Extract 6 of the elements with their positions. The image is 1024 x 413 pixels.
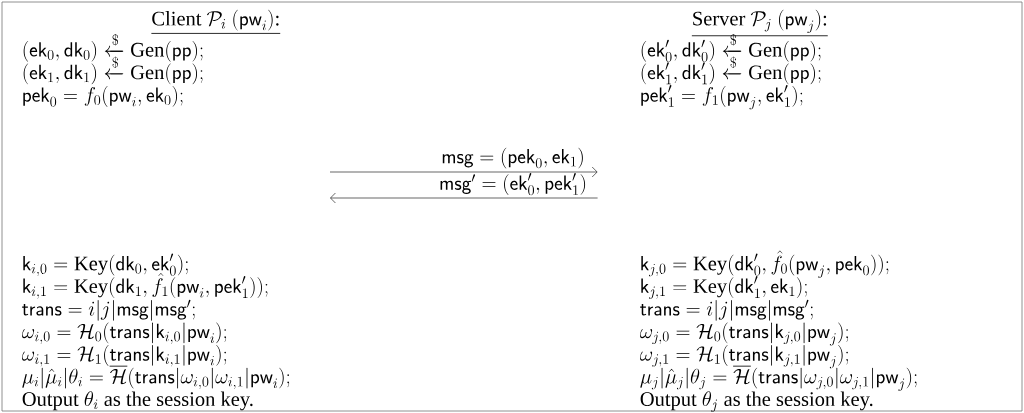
text-column: $\text{Client } \mathcal{P}_i\ (\mathsf{pw}_i)\text{:}$ $(\mathsf{ek}_0, \mathsf{dk}_0) \xleftarrow{\$} \textsc{Gen}(\mathsf{pp});$ $(\mathsf{ek}_1, \mathsf{dk}_1) \xleftarrow{\$} \textsc{Gen}(\mathsf{pp});$ $\mathsf{pek}_0 = f_0(\mathsf{pw}_i, \mathsf{ek}_0);$ $\mathsf{k}_{i,0} = \textsc{Key}(\mathsf{dk}_0, \mathsf{ek}'_0);$ $\mathsf{k}_{i,1} = \textsc{Key}(\mathsf{dk}_1, \hat{f}_1(\mathsf{pw}_i, \mathsf{pek}'_1));$ $\mathsf{trans} = i|j|\mathsf{msg}|\mathsf{msg}';$ $\omega_{i,0} = \mathcal{H}_0(\mathsf{trans}|\mathsf{k}_{i,0}|\mathsf{pw}_i);$ $\omega_{i,1} = \mathcal{H}_1(\mathsf{trans}|\mathsf{k}_{i,1}|\mathsf{pw}_i);$ $\mu_i|\hat{\mu}_i|\theta_i = \overline{\mathcal{H}}(\mathsf{trans}|\omega_{i,0}|\omega_{i,1}|\mathsf{pw}_i);$ $\text{Output } \theta_i \text{ as the session key.}$ xyxy=(22,9,290,411)
edge-label: $\mathsf{msg} = (\mathsf{pek}_0, \mathsf{ek}_1)$ xyxy=(442,147,583,169)
arrow xyxy=(330,192,598,204)
arrow xyxy=(329,166,598,178)
edge-label: $\mathsf{msg}' = (\mathsf{ek}'_0, \mathsf{pek}'_1)$ xyxy=(440,173,586,196)
text-column: $\text{Server } \mathcal{P}_j\ (\mathsf{pw}_j)\text{:}$ $(\mathsf{ek}'_0, \mathsf{dk}'_0) \xleftarrow{\$} \textsc{Gen}(\mathsf{pp});$ $(\mathsf{ek}'_1, \mathsf{dk}'_1) \xleftarrow{\$} \textsc{Gen}(\mathsf{pp});$ $\mathsf{pek}'_1 = f_1(\mathsf{pw}_j, \mathsf{ek}'_1);$ $\mathsf{k}_{j,0} = \textsc{Key}(\mathsf{dk}'_0, \hat{f}_0(\mathsf{pw}_j, \mathsf{pek}_0));$ $\mathsf{k}_{j,1} = \textsc{Key}(\mathsf{dk}'_1, \mathsf{ek}_1);$ $\mathsf{trans} = i|j|\mathsf{msg}|\mathsf{msg}';$ $\omega_{j,0} = \mathcal{H}_0(\mathsf{trans}|\mathsf{k}_{j,0}|\mathsf{pw}_j);$ $\omega_{j,1} = \mathcal{H}_1(\mathsf{trans}|\mathsf{k}_{j,1}|\mathsf{pw}_j);$ $\mu_j|\hat{\mu}_j|\theta_j = \overline{\mathcal{H}}(\mathsf{trans}|\omega_{j,0}|\omega_{j,1}|\mathsf{pw}_j);$ $\text{Output } \theta_j \text{ as the session key.}$ xyxy=(640,9,917,412)
